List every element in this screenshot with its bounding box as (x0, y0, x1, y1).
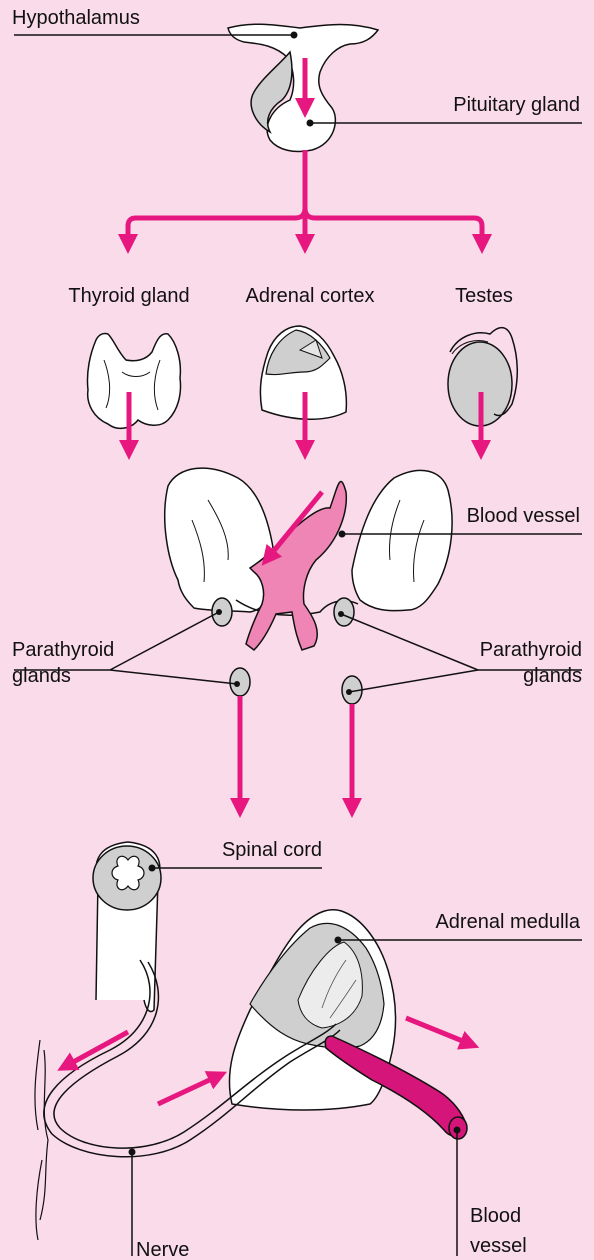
blood-vessel-bottom-label-line2: vessel (470, 1235, 527, 1257)
parathyroid-right-label-line1: Parathyroid (480, 639, 582, 661)
blood-vessel-top-label: Blood vessel (467, 505, 580, 527)
hypothalamus-label: Hypothalamus (12, 7, 140, 29)
nerve-label: Nerve (136, 1239, 189, 1260)
pituitary-label: Pituitary gland (453, 94, 580, 116)
blood-vessel-bottom-label-line1: Blood (470, 1205, 521, 1227)
parathyroid-left-label-line2: glands (12, 665, 71, 687)
blood-vessel-bottom-dot (454, 1127, 461, 1134)
thyroid-label: Thyroid gland (68, 285, 189, 307)
hypothalamus-dot (291, 32, 298, 39)
adrenal-medulla-label: Adrenal medulla (435, 911, 580, 933)
pituitary-dot (307, 120, 314, 127)
parathyroid-left-label-line1: Parathyroid (12, 639, 114, 661)
spinal-cord-label: Spinal cord (222, 839, 322, 861)
spinal-cord-dot (149, 865, 156, 872)
testes-label: Testes (455, 285, 513, 307)
nerve-dot (129, 1149, 136, 1156)
parathyroid-right-label-line2: glands (523, 665, 582, 687)
adrenal-medulla-dot (335, 937, 342, 944)
parathyroid-gland-upper-right (334, 598, 354, 626)
adrenal-cortex-label: Adrenal cortex (246, 285, 375, 307)
blood-vessel-top-dot (339, 531, 346, 538)
parathyroid-gland-lower-left (230, 668, 250, 696)
